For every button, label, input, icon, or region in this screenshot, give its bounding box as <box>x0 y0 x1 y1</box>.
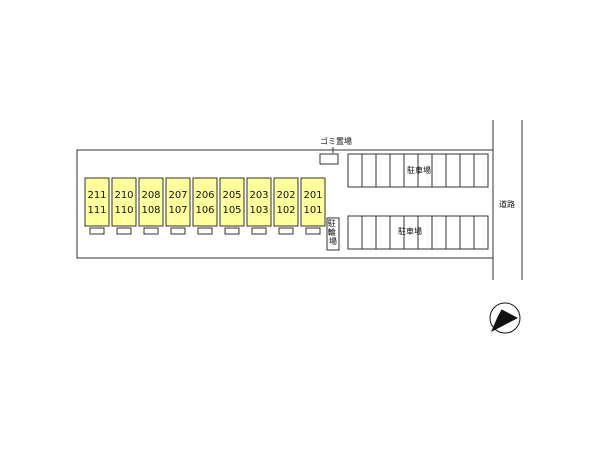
unit-step <box>89 227 105 235</box>
bicycle-parking <box>326 217 340 251</box>
unit-box-201 <box>300 177 326 227</box>
parking-upper-label: 駐車場 <box>407 165 431 175</box>
unit-upper-number: 206 <box>195 190 214 201</box>
unit-step <box>224 227 240 235</box>
unit-box-211 <box>84 177 110 227</box>
unit-lower-number: 105 <box>222 205 241 216</box>
unit-box-203 <box>246 177 272 227</box>
unit-upper-number: 201 <box>303 190 322 201</box>
unit-box-206 <box>192 177 218 227</box>
units-group: 211 111 210 110 208 108 207 107 206 106 205 105 203 1… <box>84 177 326 235</box>
unit-lower-number: 101 <box>303 205 322 216</box>
parking-upper-dividers <box>361 154 475 187</box>
road-label: 道路 <box>499 199 515 209</box>
unit-lower-number: 107 <box>168 205 187 216</box>
unit-box-208 <box>138 177 164 227</box>
unit-lower-number: 111 <box>87 205 106 216</box>
unit-upper-number: 211 <box>87 190 106 201</box>
garbage-area-label: ゴミ置場 <box>320 136 352 146</box>
unit-step <box>305 227 321 235</box>
unit-step <box>251 227 267 235</box>
bicycle-parking-label: 駐 輪 場 <box>328 218 339 246</box>
unit-box-205 <box>219 177 245 227</box>
parking-lower-label: 駐車場 <box>398 226 422 236</box>
unit-lower-number: 108 <box>141 205 160 216</box>
unit-lower-number: 106 <box>195 205 214 216</box>
unit-step <box>278 227 294 235</box>
garbage-area <box>319 153 339 165</box>
unit-step <box>143 227 159 235</box>
unit-upper-number: 210 <box>114 190 133 201</box>
unit-lower-number: 103 <box>249 205 268 216</box>
unit-upper-number: 202 <box>276 190 295 201</box>
unit-box-207 <box>165 177 191 227</box>
unit-box-202 <box>273 177 299 227</box>
unit-upper-number: 205 <box>222 190 241 201</box>
unit-step <box>116 227 132 235</box>
unit-step <box>197 227 213 235</box>
unit-upper-number: 207 <box>168 190 187 201</box>
unit-upper-number: 208 <box>141 190 160 201</box>
parking-lower-dividers <box>361 216 475 249</box>
unit-step <box>170 227 186 235</box>
unit-lower-number: 110 <box>114 205 133 216</box>
unit-lower-number: 102 <box>276 205 295 216</box>
unit-box-210 <box>111 177 137 227</box>
north-arrow-icon <box>489 302 521 334</box>
unit-upper-number: 203 <box>249 190 268 201</box>
